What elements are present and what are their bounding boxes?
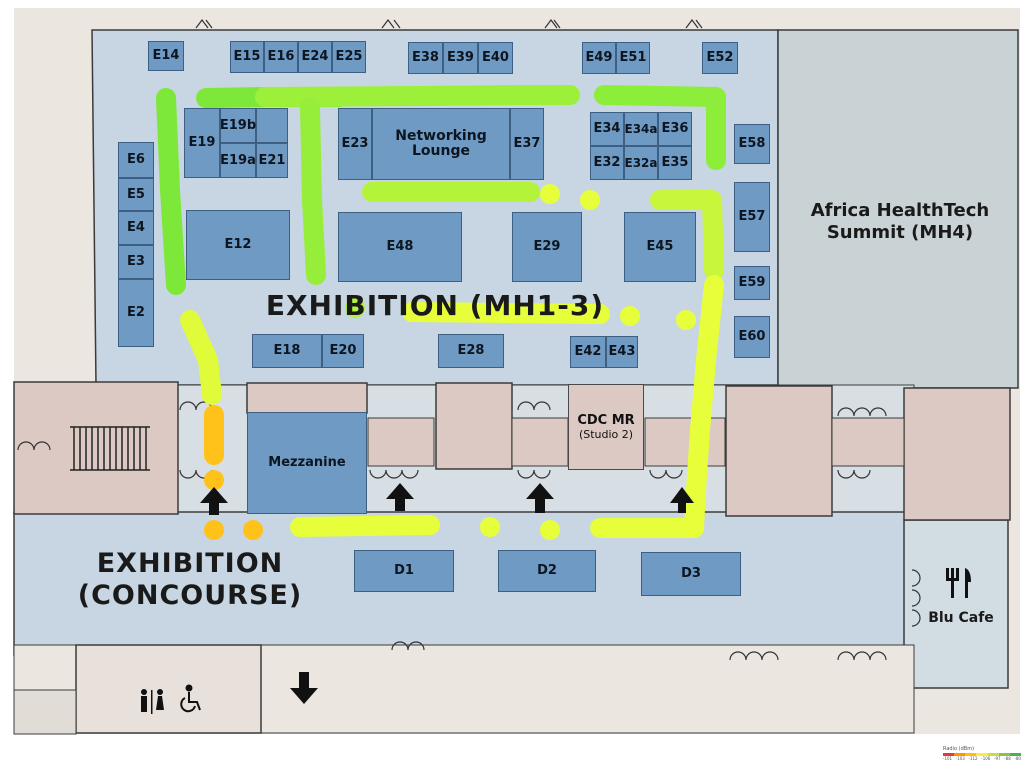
corridor-room-1	[435, 382, 513, 470]
booth-E19b: E19b	[220, 108, 256, 143]
booth-E32a: E32a	[624, 146, 658, 180]
booth-E59: E59	[734, 266, 770, 300]
booth-D2: D2	[498, 550, 596, 592]
corridor-room-5	[511, 417, 569, 467]
mezzanine-room: Mezzanine	[247, 412, 367, 514]
booth-E58: E58	[734, 124, 770, 164]
booth-E4: E4	[118, 211, 154, 245]
booth-E57: E57	[734, 182, 770, 252]
legend-tick: -97	[994, 756, 1001, 761]
left-room	[13, 381, 179, 515]
booth-E37: E37	[510, 108, 544, 180]
booth-E12: E12	[186, 210, 290, 280]
summit-label-line2: Summit (MH4)	[826, 222, 974, 243]
booth-E40: E40	[478, 42, 513, 74]
networking-lounge-line1: Networking	[395, 128, 487, 145]
booth-E28: E28	[438, 334, 504, 368]
booth-E24: E24	[298, 41, 332, 73]
booth-E19a: E19a	[220, 143, 256, 178]
legend-swatch	[987, 753, 999, 756]
booth-E18: E18	[252, 334, 322, 368]
wheelchair-icon	[180, 684, 201, 713]
arrow-down-icon	[290, 672, 318, 704]
summit-hall-floor	[777, 29, 1019, 389]
cdc-meeting-room: CDC MR (Studio 2)	[568, 384, 644, 470]
booth-E5: E5	[118, 178, 154, 211]
booth-E38: E38	[408, 42, 443, 74]
booth-E39: E39	[443, 42, 478, 74]
concourse-label-line2: (CONCOURSE)	[77, 580, 303, 611]
mezzanine-upper	[246, 382, 368, 414]
legend-tick: -80	[1014, 756, 1021, 761]
legend-swatch	[998, 753, 1010, 756]
bottom-left-wall	[13, 689, 77, 735]
corridor-room-3	[903, 387, 1011, 521]
booth-E51: E51	[616, 42, 650, 74]
legend-swatch	[965, 753, 977, 756]
arrow-up-icon	[200, 483, 694, 515]
legend-tick: -106	[981, 756, 991, 761]
booth-D1: D1	[354, 550, 454, 592]
booth-E34a: E34a	[624, 112, 658, 146]
booth-E25: E25	[332, 41, 366, 73]
cdc-room-line1: CDC MR	[577, 413, 635, 428]
cdc-room-line2: (Studio 2)	[578, 428, 634, 441]
legend-tick: -88	[1004, 756, 1011, 761]
legend-color-bar	[943, 753, 1021, 756]
legend-tick: -101	[943, 756, 953, 761]
booth-E43: E43	[606, 336, 638, 368]
legend-swatch	[976, 753, 988, 756]
booth-E21: E21	[256, 143, 288, 178]
booth-E29: E29	[512, 212, 582, 282]
booth-E35: E35	[658, 146, 692, 180]
legend-ticks: -101-103-112-106-97-88-80	[943, 756, 1021, 761]
booth-E14: E14	[148, 41, 184, 71]
booth-E21-top	[256, 108, 288, 143]
legend-swatch	[1009, 753, 1021, 756]
booth-E2: E2	[118, 279, 154, 347]
restroom-block	[75, 644, 262, 734]
door-swing-icon	[17, 19, 921, 661]
booth-E15: E15	[230, 41, 264, 73]
legend-swatch	[954, 753, 966, 756]
signal-trace	[156, 85, 726, 540]
booth-E32: E32	[590, 146, 624, 180]
booth-E19: E19	[184, 108, 220, 178]
booth-E34: E34	[590, 112, 624, 146]
booth-E23: E23	[338, 108, 372, 180]
cafe-floor	[903, 519, 1009, 689]
booth-E16: E16	[264, 41, 298, 73]
booth-E60: E60	[734, 316, 770, 358]
fork-knife-icon	[946, 568, 971, 598]
summit-label-line1: Africa HealthTech	[810, 200, 990, 221]
booth-E49: E49	[582, 42, 616, 74]
networking-lounge: Networking Lounge	[372, 108, 510, 180]
legend-swatch	[943, 753, 955, 756]
signal-legend: Radio (dBm) -101-103-112-106-97-88-80	[943, 746, 1021, 764]
booth-D3: D3	[641, 552, 741, 596]
exhibition-hall-label: EXHIBITION (MH1-3)	[265, 289, 605, 322]
corridor-room-7	[831, 417, 905, 467]
cafe-label: Blu Cafe	[928, 610, 994, 626]
booth-E20: E20	[322, 334, 364, 368]
corridor-room-6	[644, 417, 726, 467]
booth-E48: E48	[338, 212, 462, 282]
stairs-icon	[70, 426, 150, 471]
booth-E36: E36	[658, 112, 692, 146]
concourse-label-line1: EXHIBITION	[96, 548, 284, 579]
corridor-room-2	[725, 385, 833, 517]
booth-E42: E42	[570, 336, 606, 368]
networking-lounge-line2: Lounge	[412, 143, 470, 159]
legend-tick: -103	[955, 756, 965, 761]
booth-E45: E45	[624, 212, 696, 282]
booth-E3: E3	[118, 245, 154, 279]
restroom-icon	[141, 689, 164, 714]
booth-E52: E52	[702, 42, 738, 74]
legend-title: Radio (dBm)	[943, 746, 975, 752]
booth-E6: E6	[118, 142, 154, 178]
corridor-room-4	[367, 417, 435, 467]
legend-tick: -112	[968, 756, 978, 761]
